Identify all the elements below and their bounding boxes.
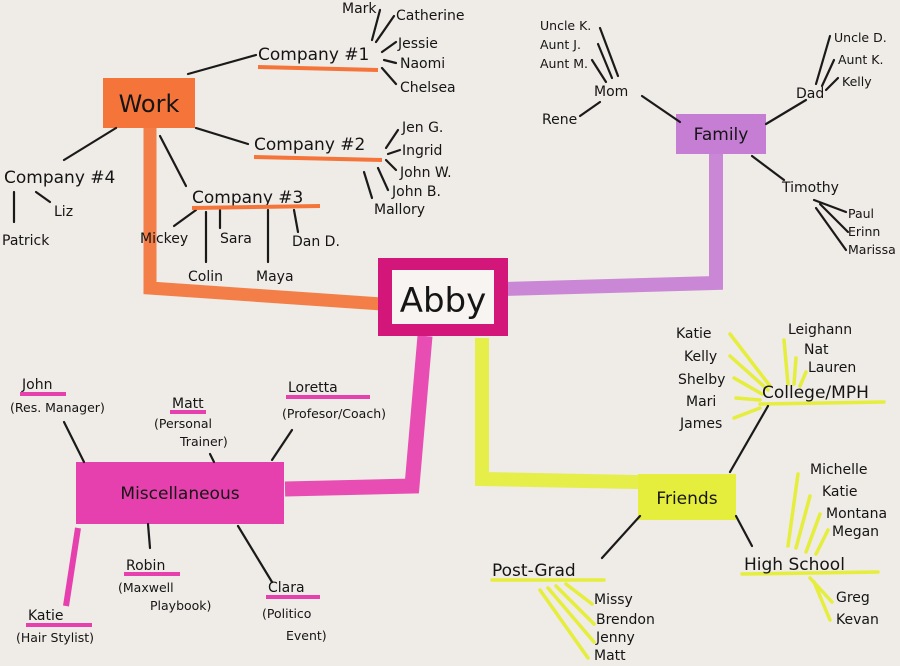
work-node [103, 78, 195, 128]
timothy-marissa: Marissa [848, 242, 896, 257]
family-ink-lines [578, 26, 850, 252]
misc-matt-role-2: Trainer) [179, 434, 228, 449]
company2-label: Company #2 [254, 135, 365, 155]
highschool-kevan: Kevan [836, 612, 879, 628]
company3-person-dan: Dan D. [292, 234, 340, 250]
misc-matt-role-1: (Personal [154, 416, 212, 431]
postgrad-brendon: Brendon [596, 612, 655, 628]
company3-person-maya: Maya [256, 269, 294, 285]
misc-robin-role-1: (Maxwell [118, 580, 174, 595]
misc-node [76, 462, 284, 524]
misc-robin-name: Robin [126, 558, 165, 574]
friends-ink-lines [600, 404, 770, 560]
family-connector [504, 150, 723, 296]
timothy-erinn: Erinn [848, 224, 880, 239]
company1-person-jessie: Jessie [397, 36, 438, 52]
center-node-inner [392, 270, 494, 324]
company2-person-mallory: Mallory [374, 202, 425, 218]
highschool-label: High School [744, 555, 845, 575]
misc-john-name: John [21, 377, 52, 393]
center-label: Abby [400, 281, 487, 321]
college-leighann: Leighann [788, 322, 852, 338]
college-james: James [679, 416, 722, 432]
dad-kelly: Kelly [842, 74, 872, 89]
misc-connector [284, 335, 433, 497]
college-mari: Mari [686, 394, 716, 410]
company4-label: Company #4 [4, 168, 115, 188]
family-label: Family [694, 125, 749, 145]
friends-yellow-lines [490, 332, 886, 660]
postgrad-jenny: Jenny [595, 630, 635, 646]
highschool-greg: Greg [836, 590, 870, 606]
company1-person-chelsea: Chelsea [400, 80, 456, 96]
work-connector [143, 120, 383, 311]
work-ink-lines [12, 8, 402, 264]
company1-person-naomi: Naomi [400, 56, 445, 72]
misc-clara-name: Clara [268, 580, 305, 596]
misc-katie-name: Katie [28, 608, 64, 624]
friends-connector [475, 338, 639, 489]
misc-john-role: (Res. Manager) [10, 400, 105, 415]
postgrad-missy: Missy [594, 592, 633, 608]
college-nat: Nat [804, 342, 829, 358]
postgrad-matt: Matt [594, 648, 626, 664]
highschool-montana: Montana [826, 506, 887, 522]
company2-person-john-w: John W. [399, 165, 452, 181]
company1-person-catherine: Catherine [396, 8, 464, 24]
friends-label: Friends [656, 489, 717, 509]
college-label: College/MPH [762, 383, 869, 403]
work-label: Work [119, 90, 180, 118]
highschool-megan: Megan [832, 524, 879, 540]
company3-person-sara: Sara [220, 231, 252, 247]
friends-node [638, 474, 736, 520]
mom-aunt-j: Aunt J. [540, 37, 581, 52]
mom-rene: Rene [542, 112, 577, 128]
college-shelby: Shelby [678, 372, 725, 388]
company3-label: Company #3 [192, 188, 303, 208]
misc-ink-lines [62, 420, 294, 584]
company2-person-jen: Jen G. [401, 120, 443, 136]
company1-label: Company #1 [258, 45, 369, 65]
company4-person-patrick: Patrick [2, 233, 50, 249]
family-node [676, 114, 766, 154]
company1-person-mark: Mark [342, 1, 377, 17]
misc-clara-role-2: Event) [286, 628, 327, 643]
timothy-label: Timothy [781, 180, 839, 196]
dad-uncle-d: Uncle D. [834, 30, 887, 45]
highschool-michelle: Michelle [810, 462, 868, 478]
company3-person-mickey: Mickey [140, 231, 188, 247]
misc-katie-role: (Hair Stylist) [16, 630, 94, 645]
college-kelly: Kelly [684, 349, 717, 365]
misc-clara-role-1: (Politico [262, 606, 311, 621]
company2-person-john-b: John B. [391, 184, 441, 200]
mom-label: Mom [594, 84, 628, 100]
highschool-katie: Katie [822, 484, 858, 500]
misc-loretta-role: (Profesor/Coach) [282, 406, 386, 421]
college-katie: Katie [676, 326, 712, 342]
misc-label: Miscellaneous [120, 484, 239, 504]
misc-loretta-name: Loretta [288, 380, 338, 396]
dad-aunt-k: Aunt K. [838, 52, 883, 67]
dad-label: Dad [796, 86, 824, 102]
college-lauren: Lauren [808, 360, 856, 376]
timothy-paul: Paul [848, 206, 874, 221]
company3-person-colin: Colin [188, 269, 223, 285]
company4-person-liz: Liz [54, 204, 73, 220]
mom-aunt-m: Aunt M. [540, 56, 588, 71]
misc-matt-name: Matt [172, 396, 204, 412]
mom-uncle-k: Uncle K. [540, 18, 591, 33]
company2-person-ingrid: Ingrid [402, 143, 442, 159]
postgrad-label: Post-Grad [492, 561, 576, 581]
misc-robin-role-2: Playbook) [150, 598, 211, 613]
